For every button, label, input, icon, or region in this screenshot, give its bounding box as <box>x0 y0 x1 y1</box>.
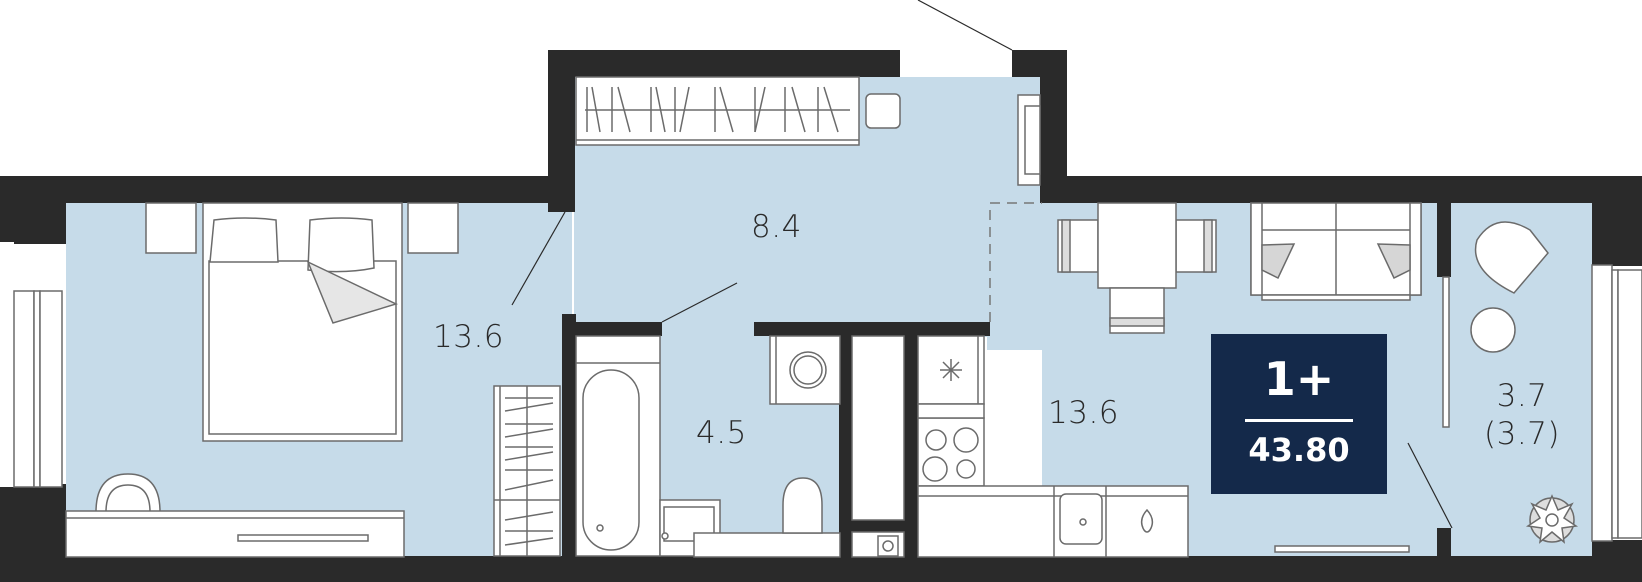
window-left <box>0 242 14 487</box>
shaft <box>851 335 905 521</box>
pillow <box>307 217 375 273</box>
nightstand <box>407 202 459 254</box>
window-right <box>1591 264 1613 542</box>
apartment-badge: 1+ 43.80 <box>1211 334 1387 494</box>
kitchen-tap <box>1140 508 1154 533</box>
pillow <box>209 217 279 263</box>
hall-wardrobe <box>575 76 860 146</box>
bathroom-area: 4.5 <box>696 415 747 451</box>
leader-lines <box>511 0 1453 529</box>
nightstand <box>145 202 197 254</box>
badge-divider <box>1245 419 1353 422</box>
bathroom-counter <box>693 532 841 558</box>
blanket-fold <box>306 260 399 324</box>
furniture <box>0 76 1642 558</box>
dining-table <box>1097 202 1177 289</box>
plant <box>1525 494 1579 544</box>
bedroom-area: 13.6 <box>433 319 505 355</box>
balcony-area-value: 3.7 <box>1496 378 1548 414</box>
armchair <box>1474 221 1549 294</box>
round-table <box>1470 307 1516 353</box>
balcony-partition <box>1442 276 1450 428</box>
tv <box>1274 545 1410 553</box>
balcony-area-reduced: (3.7) <box>1484 415 1560 452</box>
kitchen-living-area: 13.6 <box>1048 395 1120 431</box>
room-count: 1+ <box>1263 352 1335 406</box>
hallway-area: 8.4 <box>751 209 802 245</box>
balcony-area: 3.7 (3.7) <box>1482 378 1562 454</box>
total-area: 43.80 <box>1248 431 1350 469</box>
chair <box>95 473 161 513</box>
panel-box <box>865 93 901 129</box>
toilet <box>782 477 823 534</box>
zone-divider <box>989 202 1042 322</box>
walls <box>0 50 1642 582</box>
